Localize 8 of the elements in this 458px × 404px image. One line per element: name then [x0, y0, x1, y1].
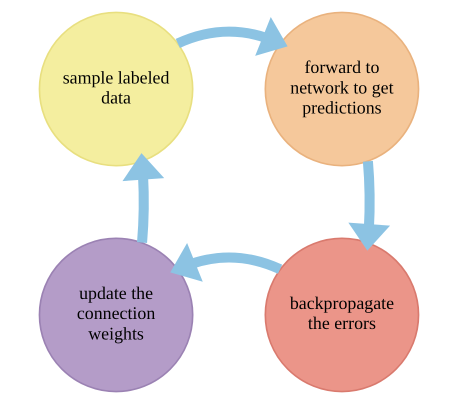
arrow	[122, 153, 164, 243]
arrow	[170, 242, 282, 282]
arrow	[348, 160, 390, 251]
node-circle: update the connection weights	[38, 238, 194, 392]
node-circle: sample labeled data	[38, 12, 194, 166]
node-circle: forward to network to get predictions	[264, 12, 420, 166]
arrow	[176, 17, 288, 56]
node-circle: backpropagate the errors	[264, 238, 420, 392]
